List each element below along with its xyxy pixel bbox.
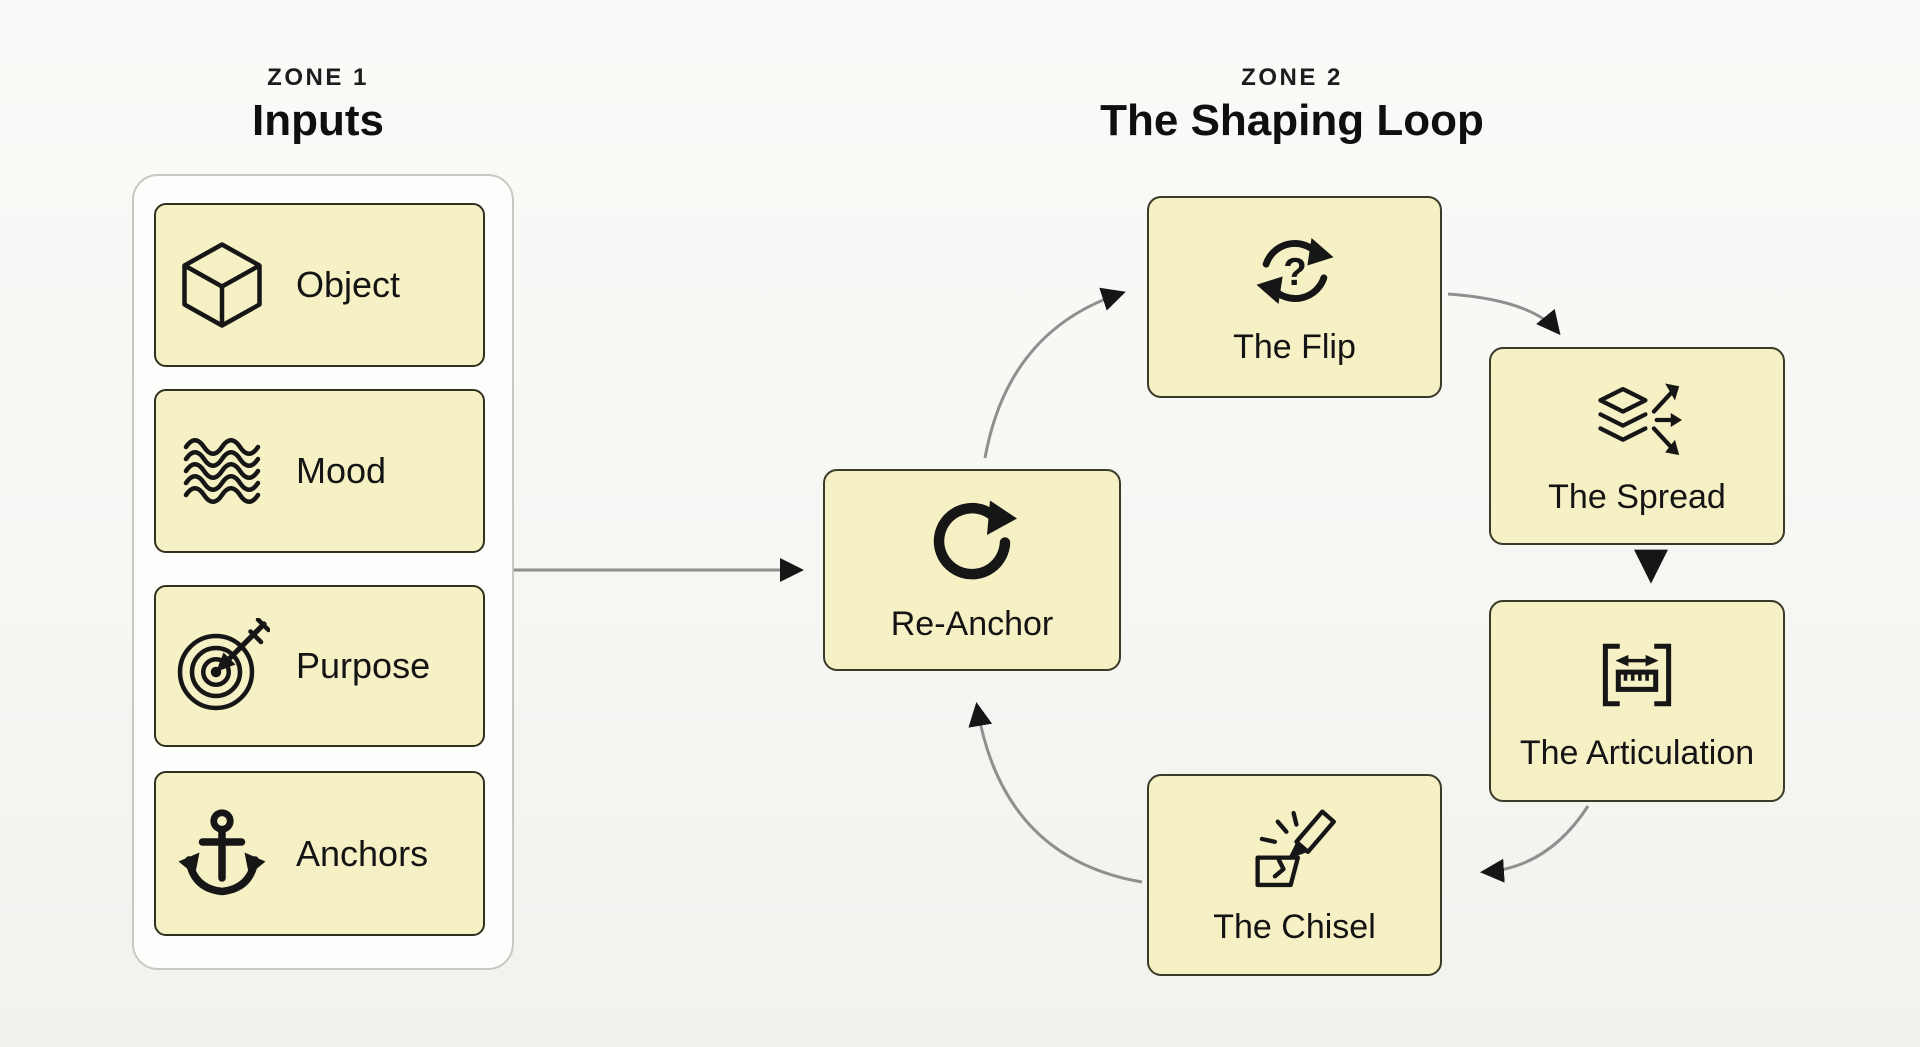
layers-spread-icon bbox=[1592, 375, 1682, 470]
input-item-label: Mood bbox=[296, 450, 387, 491]
node-label: The Chisel bbox=[1213, 908, 1376, 946]
measure-brackets-icon bbox=[1591, 629, 1683, 726]
node-label: The Articulation bbox=[1519, 734, 1755, 772]
target-arrow-icon bbox=[174, 618, 270, 714]
input-item-label: Anchors bbox=[296, 832, 429, 874]
zone1-label: ZONE 1 bbox=[267, 64, 369, 91]
input-item-object: Object bbox=[154, 203, 485, 367]
waves-icon bbox=[174, 423, 270, 519]
node-re-anchor: Re-Anchor bbox=[823, 469, 1121, 671]
input-item-mood: Mood bbox=[154, 389, 485, 553]
flip-cycle-question-icon: ? bbox=[1251, 227, 1339, 320]
refresh-loop-icon bbox=[924, 496, 1020, 597]
anchor-icon bbox=[174, 806, 270, 902]
arrow-reanchor-to-flip bbox=[983, 287, 1126, 459]
node-the-articulation: The Articulation bbox=[1489, 600, 1785, 802]
input-item-label: Purpose bbox=[296, 645, 431, 686]
zone2-title: The Shaping Loop bbox=[1100, 96, 1484, 145]
arrow-chisel-to-reanchor bbox=[968, 702, 1143, 884]
node-the-spread: The Spread bbox=[1489, 347, 1785, 545]
input-item-purpose: Purpose bbox=[154, 585, 485, 747]
node-label: The Flip bbox=[1233, 328, 1356, 366]
node-label: The Spread bbox=[1548, 478, 1726, 516]
node-label: Re-Anchor bbox=[890, 605, 1054, 643]
svg-text:?: ? bbox=[1283, 251, 1307, 294]
node-the-chisel: The Chisel bbox=[1147, 774, 1442, 976]
arrow-flip-to-spread bbox=[1447, 292, 1561, 336]
cube-icon bbox=[174, 237, 270, 333]
chisel-carve-icon bbox=[1249, 803, 1341, 900]
input-item-anchors: Anchors bbox=[154, 771, 485, 936]
zone2-label: ZONE 2 bbox=[1241, 64, 1343, 91]
node-the-flip: ? The Flip bbox=[1147, 196, 1442, 398]
arrow-articulation-to-chisel bbox=[1480, 805, 1590, 883]
zone1-title: Inputs bbox=[252, 96, 384, 145]
input-item-label: Object bbox=[296, 264, 401, 305]
